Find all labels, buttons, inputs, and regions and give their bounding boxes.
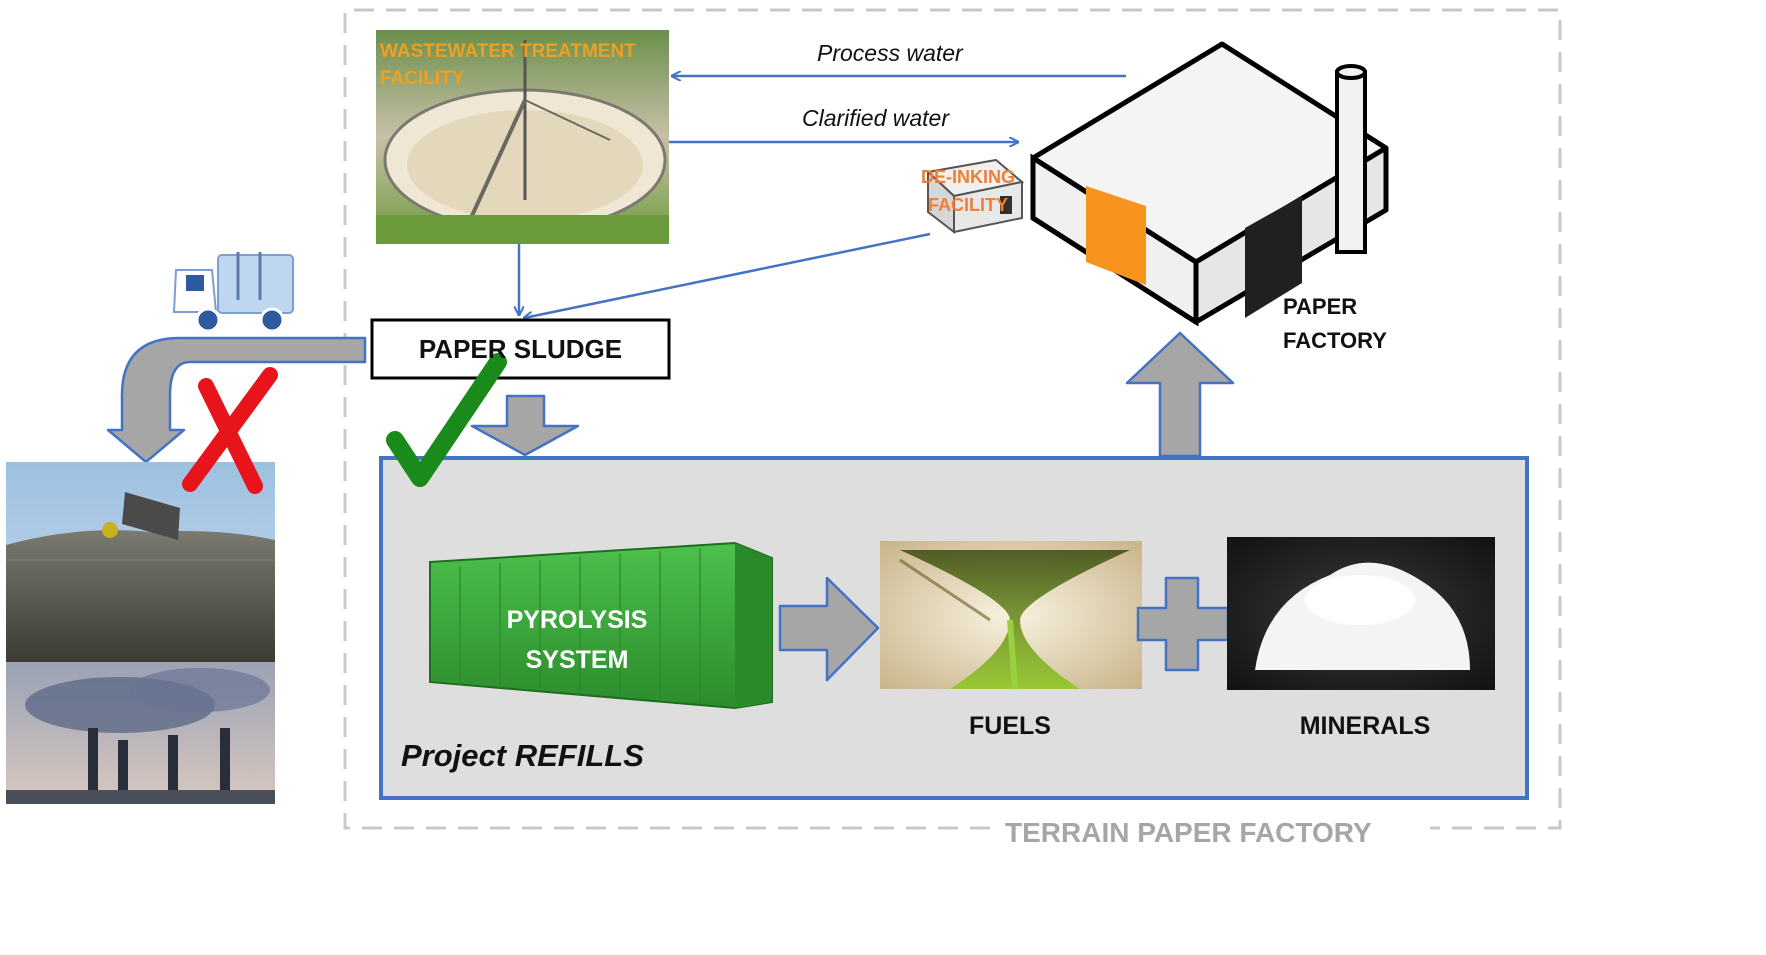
clarified-water-label: Clarified water <box>802 105 949 131</box>
paper-factory-building <box>1030 41 1389 327</box>
pyrolysis-container <box>429 541 773 710</box>
container-to-fuels-arrow <box>778 576 880 682</box>
reject-cross-icon <box>182 367 278 494</box>
wastewater-facility-photo <box>376 30 669 244</box>
process-water-label: Process water <box>817 40 963 66</box>
landfill-bent-arrow <box>106 336 367 464</box>
pyrolysis-system-label: PYROLYSIS SYSTEM <box>506 606 648 674</box>
deinking-facility-building <box>925 158 1025 235</box>
truck-icon <box>172 252 294 333</box>
paper-sludge-box <box>370 318 671 380</box>
return-up-arrow <box>1125 331 1235 458</box>
fuels-label: FUELS <box>969 712 1051 740</box>
paper-factory-label: PAPER FACTORY <box>1283 294 1387 353</box>
wastewater-facility-label: WASTEWATER TREATMENT FACILITY <box>380 41 636 89</box>
sludge-down-arrow <box>470 394 580 457</box>
approve-check-icon <box>386 353 507 487</box>
fuels-photo <box>880 541 1142 690</box>
deinking-to-sludge-arrow <box>524 232 931 318</box>
paper-sludge-label: PAPER SLUDGE <box>418 334 623 364</box>
plus-icon <box>1136 576 1230 672</box>
minerals-photo <box>1227 537 1495 690</box>
project-name-label: Project REFILLS <box>401 738 644 773</box>
deinking-facility-label: DE-INKING FACILITY <box>921 167 1015 215</box>
terrain-label: TERRAIN PAPER FACTORY <box>1005 817 1372 848</box>
landfill-photo <box>6 462 275 662</box>
minerals-label: MINERALS <box>1299 712 1431 740</box>
smokestacks-photo <box>6 662 275 804</box>
